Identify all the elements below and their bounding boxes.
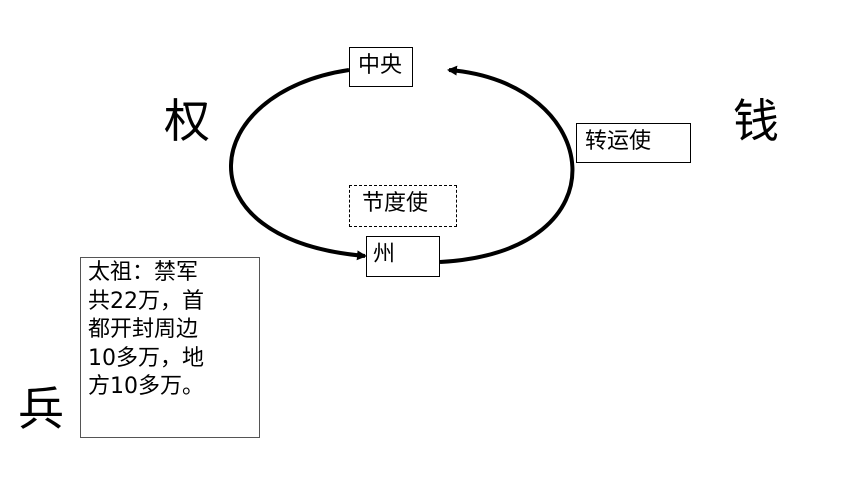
label-qian: 钱: [733, 94, 779, 148]
note-box: 太祖：禁军 共22万，首 都开封周边 10多万，地 方10多万。: [80, 257, 260, 438]
node-jiedushi: 节度使: [349, 185, 457, 227]
left-arc-arrow: [229, 68, 367, 261]
node-zhou: 州: [366, 236, 440, 277]
label-quan: 权: [164, 94, 210, 148]
node-zhuanyunshi: 转运使: [576, 123, 691, 163]
right-arc-arrow: [439, 65, 575, 264]
label-bing: 兵: [18, 382, 64, 436]
node-zhongyang: 中央: [349, 47, 413, 87]
